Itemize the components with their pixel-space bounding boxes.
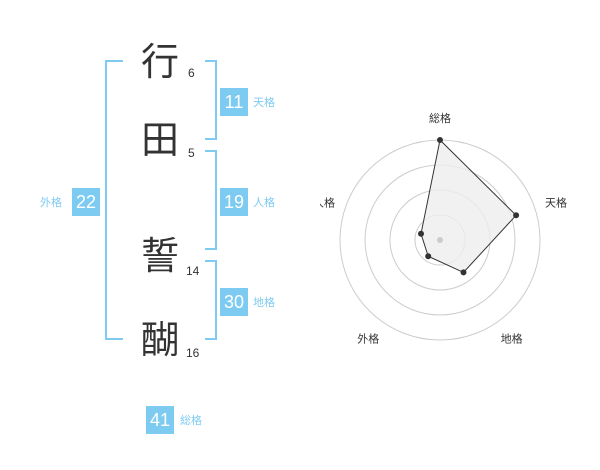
chikaku-value: 30 xyxy=(220,288,248,316)
radar-axis-label-1: 総格 xyxy=(429,111,451,125)
radar-axis-label-5: 人格 xyxy=(320,195,335,209)
name-char-3: 誓 xyxy=(140,234,179,278)
stroke-count-3: 14 xyxy=(186,264,200,278)
tenkaku-bracket xyxy=(205,60,217,140)
radar-points xyxy=(418,137,520,276)
stroke-count-2: 5 xyxy=(188,146,195,160)
gaikaku-value: 22 xyxy=(72,188,100,216)
radar-point-1 xyxy=(437,137,443,143)
jinkaku-value: 19 xyxy=(220,188,248,216)
stroke-count-4: 16 xyxy=(186,346,200,360)
radar-point-3 xyxy=(460,269,467,276)
chikaku-bracket xyxy=(205,260,217,340)
tenkaku-label: 天格 xyxy=(253,96,275,109)
gaikaku-bracket xyxy=(105,60,123,340)
jinkaku-bracket xyxy=(205,150,217,250)
radar-center xyxy=(437,237,443,243)
radar-point-5 xyxy=(418,230,424,237)
gaikaku-label: 外格 xyxy=(40,196,62,209)
name-char-1: 行 xyxy=(140,40,179,84)
radar-axis-label-4: 外格 xyxy=(357,332,379,346)
tenkaku-value: 11 xyxy=(220,88,248,116)
radar-polygon xyxy=(420,138,517,274)
chikaku-label: 地格 xyxy=(253,296,275,309)
name-char-4: 醐 xyxy=(140,318,179,362)
soukaku-label: 総格 xyxy=(180,414,202,427)
radar-axis-label-2: 天格 xyxy=(545,195,567,209)
jinkaku-label: 人格 xyxy=(253,196,275,209)
radar-point-4 xyxy=(425,253,432,260)
radar-axis-label-3: 地格 xyxy=(501,332,523,346)
stroke-count-1: 6 xyxy=(188,66,195,80)
soukaku-value: 41 xyxy=(146,406,174,434)
radar-shape xyxy=(420,138,517,274)
name-char-2: 田 xyxy=(140,118,179,162)
radar-point-2 xyxy=(513,212,520,219)
